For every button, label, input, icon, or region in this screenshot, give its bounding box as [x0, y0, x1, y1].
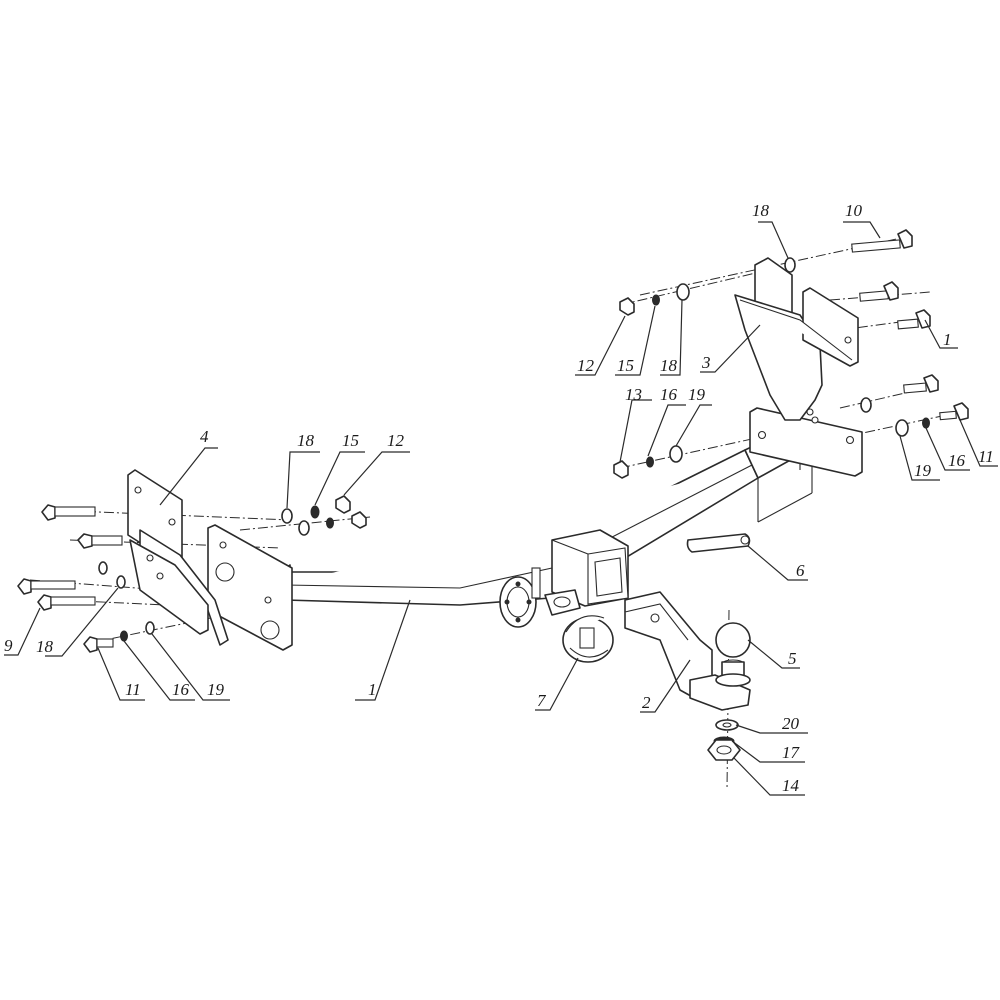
label-part-16-left: 16	[172, 680, 190, 699]
label-part-6: 6	[796, 561, 805, 580]
bolt	[37, 594, 96, 611]
right-beam-plate	[749, 407, 863, 477]
washer	[860, 397, 872, 413]
label-part-20: 20	[782, 714, 800, 733]
washer	[116, 575, 126, 589]
label-part-12-right: 12	[577, 356, 595, 375]
label-part-19-left: 19	[207, 680, 225, 699]
label-part-15-right: 15	[617, 356, 634, 375]
label-part-18-left-bottom: 18	[36, 637, 54, 656]
spring-washer	[326, 517, 334, 529]
spring-washer	[652, 294, 660, 306]
label-part-12-left: 12	[387, 431, 405, 450]
label-part-16-mid: 16	[660, 385, 678, 404]
socket-plate	[499, 567, 541, 628]
nut	[335, 495, 351, 514]
label-part-7: 7	[537, 691, 547, 710]
washer	[145, 621, 155, 635]
spring-washer	[120, 630, 128, 642]
left-fasteners	[17, 495, 367, 653]
washer	[784, 257, 796, 273]
left-beam-plate	[207, 524, 293, 651]
bolt	[897, 309, 931, 330]
label-part-18-left-top: 18	[297, 431, 315, 450]
nut	[619, 297, 635, 316]
label-part-14: 14	[782, 776, 800, 795]
socket-bracket	[544, 589, 581, 616]
label-part-18-top: 18	[752, 201, 770, 220]
receiver-tube	[551, 529, 629, 607]
label-part-17: 17	[782, 743, 801, 762]
label-part-10: 10	[845, 201, 863, 220]
bolt	[859, 281, 899, 302]
bolt	[939, 402, 969, 421]
label-part-11-right: 11	[978, 447, 994, 466]
label-part-4: 4	[200, 427, 209, 446]
spring-washer	[646, 456, 654, 468]
label-part-1-beam: 1	[368, 680, 377, 699]
label-part-19-right: 19	[914, 461, 932, 480]
label-part-11-left: 11	[125, 680, 141, 699]
label-part-19-mid: 19	[688, 385, 706, 404]
nut	[613, 460, 629, 479]
label-part-13: 13	[625, 385, 642, 404]
bolt	[41, 504, 96, 521]
label-part-5: 5	[788, 649, 797, 668]
bolt	[851, 229, 913, 253]
label-part-2: 2	[642, 693, 651, 712]
label-part-9: 9	[4, 636, 13, 655]
nut	[351, 511, 367, 529]
ball-fasteners	[707, 719, 741, 761]
bolt	[903, 374, 939, 394]
washer	[298, 520, 310, 536]
callout-labels: 1 1 2 3 4 5 6 7 9 10 11 11 12 12 13 14 1…	[4, 201, 994, 795]
label-part-1-right: 1	[943, 330, 952, 349]
electrical-socket	[562, 615, 614, 663]
spring-washer	[310, 505, 320, 519]
washer	[676, 283, 690, 301]
bolt	[17, 578, 76, 595]
washer	[281, 508, 293, 524]
hitch-bar	[624, 591, 751, 711]
leader-lines	[4, 221, 998, 796]
chain-loop	[686, 533, 751, 553]
label-part-18-right: 18	[660, 356, 678, 375]
spring-washer	[922, 417, 930, 429]
bolt	[77, 533, 123, 549]
washer	[895, 419, 909, 437]
label-part-16-right: 16	[948, 451, 966, 470]
cross-beam	[279, 423, 813, 649]
bolt	[83, 636, 114, 653]
right-bracket	[734, 257, 859, 421]
right-fasteners	[613, 229, 969, 479]
washer	[98, 561, 108, 575]
label-part-3: 3	[701, 353, 711, 372]
label-part-15-left: 15	[342, 431, 359, 450]
washer	[669, 445, 683, 463]
tow-ball	[715, 622, 751, 687]
